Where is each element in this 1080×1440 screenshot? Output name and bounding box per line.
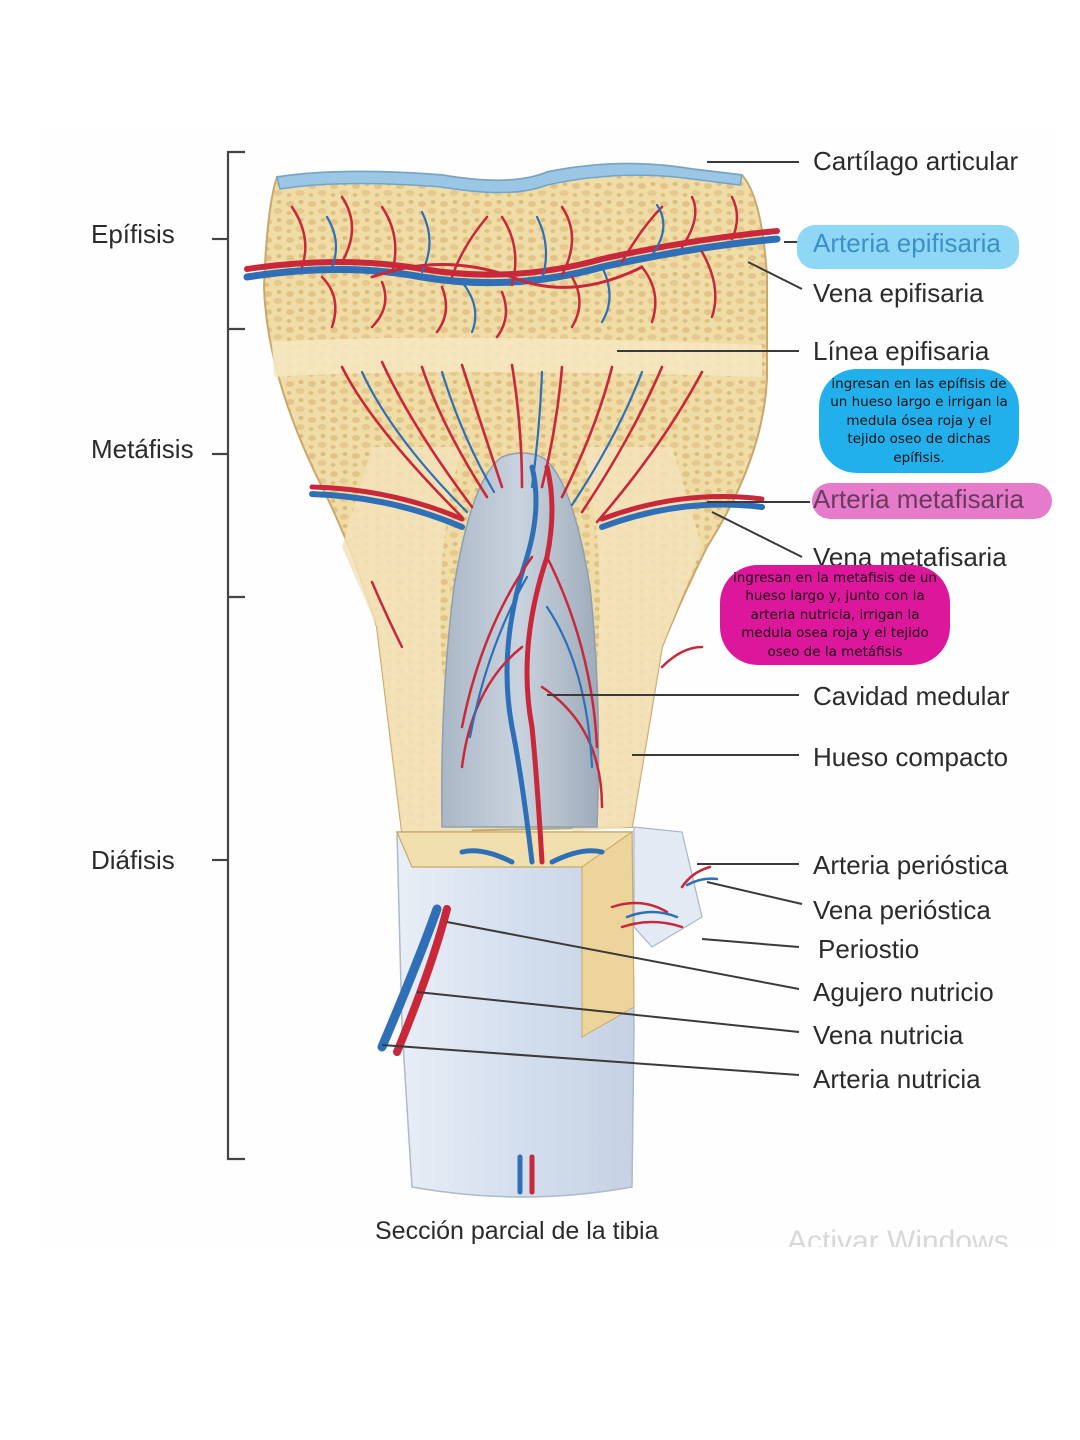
- periosteum-flap: [633, 826, 703, 948]
- periosteal-vessels: [370, 580, 719, 929]
- highlight-arteria-epifisaria: [797, 225, 1019, 269]
- metaphyseal-vessels: [309, 360, 765, 530]
- label-hueso-compacto: Hueso compacto: [813, 742, 1009, 772]
- label-periostio: Periostio: [818, 934, 920, 964]
- nutrient-vessels: [377, 464, 605, 1195]
- highlight-arteria-metafisaria: [812, 483, 1052, 519]
- diagram-canvas: Epífisis Metáfisis Diáfisis Cartílago ar…: [42, 127, 1054, 1247]
- leader-lines: [381, 161, 812, 1076]
- label-cavidad-medular: Cavidad medular: [813, 681, 1010, 711]
- region-epifisis: Epífisis: [91, 219, 175, 249]
- label-arteria-epifisaria: Arteria epifisaria: [813, 228, 1001, 258]
- label-vena-nutricia: Vena nutricia: [813, 1020, 964, 1050]
- region-brackets: [212, 150, 245, 1161]
- label-arteria-periostica: Arteria perióstica: [813, 850, 1009, 880]
- activation-watermark: Activar Windows: [787, 1225, 1009, 1247]
- articular-cartilage: [276, 162, 743, 194]
- epiphyseal-vessels: [243, 195, 781, 339]
- tibia-illustration: [212, 150, 812, 1198]
- note-metafisaria: ingresan en la metafisis de un hueso lar…: [720, 565, 950, 665]
- label-vena-epifisaria: Vena epifisaria: [813, 278, 984, 308]
- label-linea-epifisaria: Línea epifisaria: [813, 336, 990, 366]
- epiphyseal-line: [272, 337, 762, 377]
- label-vena-periostica: Vena perióstica: [813, 895, 991, 925]
- note-epifisaria: ingresan en las epífisis de un hueso lar…: [819, 369, 1019, 473]
- compact-bone: [342, 447, 472, 832]
- figure-caption: Sección parcial de la tibia: [375, 1217, 659, 1245]
- label-arteria-nutricia: Arteria nutricia: [813, 1064, 981, 1094]
- label-arteria-metafisaria: Arteria metafisaria: [813, 484, 1024, 514]
- label-agujero-nutricio: Agujero nutricio: [813, 977, 994, 1007]
- region-metafisis: Metáfisis: [91, 434, 194, 464]
- label-cartilago-articular: Cartílago articular: [813, 146, 1019, 176]
- region-diafisis: Diáfisis: [91, 845, 175, 875]
